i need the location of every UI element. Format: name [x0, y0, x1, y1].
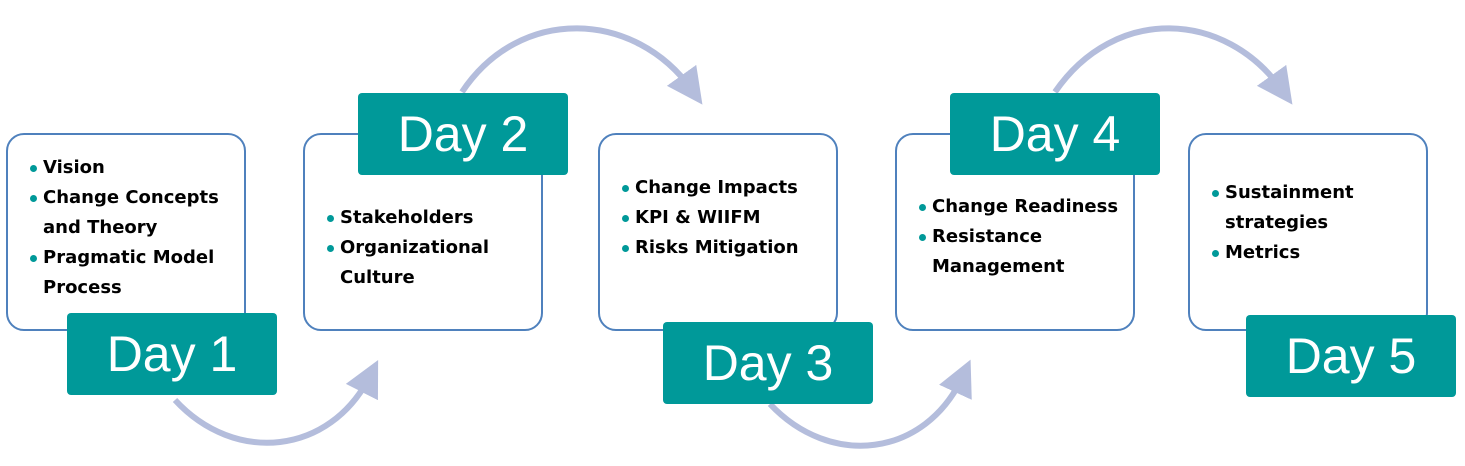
day-1-topic: Pragmatic Model Process — [30, 243, 236, 303]
day-3-topic: Risks Mitigation — [622, 233, 828, 263]
bullet-dot-icon — [622, 215, 629, 222]
bullet-dot-icon — [30, 255, 37, 262]
bullet-dot-icon — [30, 165, 37, 172]
day-5-card: Sustainment strategies Metrics — [1188, 133, 1428, 331]
bullet-dot-icon — [919, 204, 926, 211]
arrow-day2-to-day3 — [459, 25, 703, 105]
day-1-topic: Vision — [30, 153, 236, 183]
arrow-day3-to-day4 — [767, 359, 972, 449]
day-3-topic-list: Change Impacts KPI & WIIFM Risks Mitigat… — [622, 173, 828, 263]
day-2-topic-list: Stakeholders Organizational Culture — [327, 203, 533, 293]
day-4-topic: Change Readiness — [919, 192, 1125, 222]
bullet-dot-icon — [327, 215, 334, 222]
day-5-topic-list: Sustainment strategies Metrics — [1212, 178, 1418, 268]
day-2-topic: Stakeholders — [327, 203, 533, 233]
bullet-dot-icon — [622, 185, 629, 192]
day-5-topic: Sustainment strategies — [1212, 178, 1418, 238]
arrow-day1-to-day2 — [172, 359, 379, 446]
day-2-label: Day 2 — [358, 93, 568, 175]
arrow-day4-to-day5 — [1052, 25, 1293, 105]
day-1-topic-list: Vision Change Concepts and Theory Pragma… — [30, 153, 236, 303]
day-3-card: Change Impacts KPI & WIIFM Risks Mitigat… — [598, 133, 838, 331]
day-5-label: Day 5 — [1246, 315, 1456, 397]
day-5-topic: Metrics — [1212, 238, 1418, 268]
bullet-dot-icon — [327, 245, 334, 252]
day-1-label: Day 1 — [67, 313, 277, 395]
day-4-label: Day 4 — [950, 93, 1160, 175]
bullet-dot-icon — [30, 195, 37, 202]
bullet-dot-icon — [1212, 250, 1219, 257]
bullet-dot-icon — [1212, 190, 1219, 197]
day-3-topic: Change Impacts — [622, 173, 828, 203]
day-3-label: Day 3 — [663, 322, 873, 404]
day-1-card: Vision Change Concepts and Theory Pragma… — [6, 133, 246, 331]
day-1-topic: Change Concepts and Theory — [30, 183, 236, 243]
bullet-dot-icon — [622, 245, 629, 252]
bullet-dot-icon — [919, 234, 926, 241]
day-4-topic: Resistance Management — [919, 222, 1125, 282]
day-3-topic: KPI & WIIFM — [622, 203, 828, 233]
day-4-topic-list: Change Readiness Resistance Management — [919, 192, 1125, 282]
day-2-topic: Organizational Culture — [327, 233, 533, 293]
